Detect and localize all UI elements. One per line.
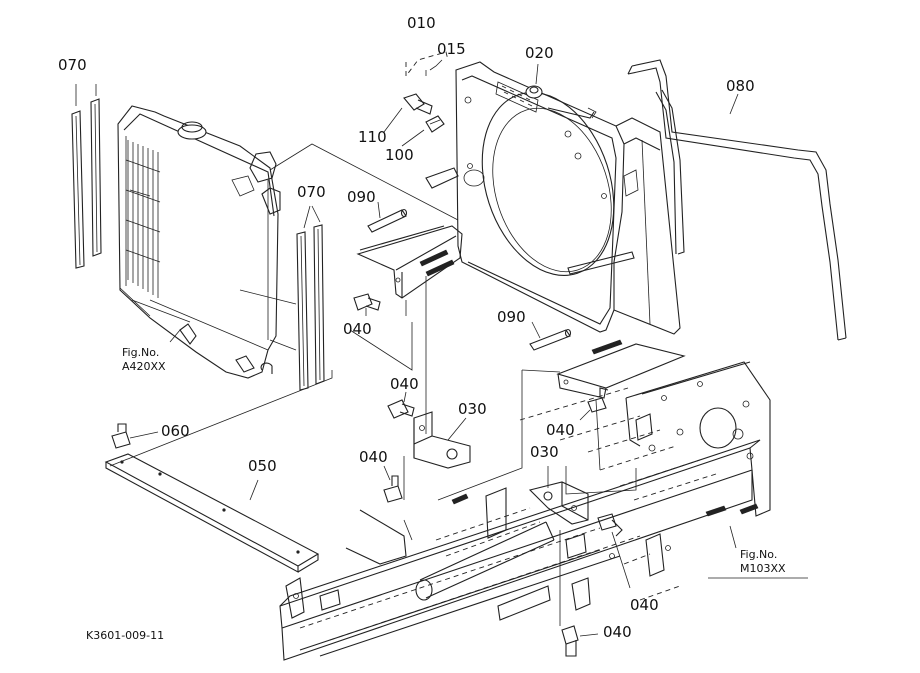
part-label-040-e: 040 <box>630 596 659 614</box>
figure-ref-frame-line1: Fig.No. <box>740 548 778 561</box>
tube-090-lower <box>529 328 572 351</box>
figure-ref-frame: Fig.No. M103XX <box>740 548 786 576</box>
seal-070-left <box>71 98 102 269</box>
bolt-040-f <box>561 625 579 657</box>
bolt-110 <box>403 93 433 115</box>
bolt-060 <box>111 423 131 449</box>
bolt-040-e <box>597 513 623 537</box>
part-label-040-c: 040 <box>546 421 575 439</box>
stay-rod-080 <box>627 59 847 341</box>
bracket-030-right <box>528 481 589 525</box>
part-label-050: 050 <box>248 457 277 475</box>
bolt-040-d <box>383 475 403 503</box>
part-label-080: 080 <box>726 77 755 95</box>
part-label-020: 020 <box>525 44 554 62</box>
part-label-010: 010 <box>407 14 436 32</box>
part-label-040-b: 040 <box>390 375 419 393</box>
drawing-code: K3601-009-11 <box>86 629 165 642</box>
hidden-lines <box>299 51 717 641</box>
leader-lines <box>75 59 808 637</box>
part-label-100: 100 <box>385 146 414 164</box>
part-label-070-left: 070 <box>58 56 87 74</box>
main-frame <box>279 361 771 661</box>
fan-shroud <box>425 61 681 335</box>
part-label-030-left: 030 <box>458 400 487 418</box>
figure-ref-radiator: Fig.No. A420XX <box>122 346 166 374</box>
part-label-040-a: 040 <box>343 320 372 338</box>
shroud-bracket-left <box>356 225 463 299</box>
seal-070-right <box>296 224 325 391</box>
bracket-030-left <box>413 411 471 469</box>
bolt-040-c <box>587 387 609 413</box>
radiator <box>117 105 281 379</box>
part-label-090-upper: 090 <box>347 188 376 206</box>
figure-ref-radiator-line1: Fig.No. <box>122 346 160 359</box>
part-label-090-lower: 090 <box>497 308 526 326</box>
part-label-040-f: 040 <box>603 623 632 641</box>
bolt-040-a <box>353 293 381 311</box>
figure-ref-radiator-line2: A420XX <box>122 359 166 373</box>
shroud-bracket-right <box>556 339 686 399</box>
part-label-040-d: 040 <box>359 448 388 466</box>
plate-050 <box>104 453 320 573</box>
grommet-020 <box>525 85 597 119</box>
part-label-070-right: 070 <box>297 183 326 201</box>
tube-090-upper <box>367 208 408 233</box>
part-label-030-right: 030 <box>530 443 559 461</box>
bolt-040-b <box>387 399 415 419</box>
figure-ref-frame-line2: M103XX <box>740 561 786 575</box>
part-label-060: 060 <box>161 422 190 440</box>
part-label-015: 015 <box>437 40 466 58</box>
clip-100 <box>425 115 445 133</box>
part-label-110: 110 <box>358 128 387 146</box>
